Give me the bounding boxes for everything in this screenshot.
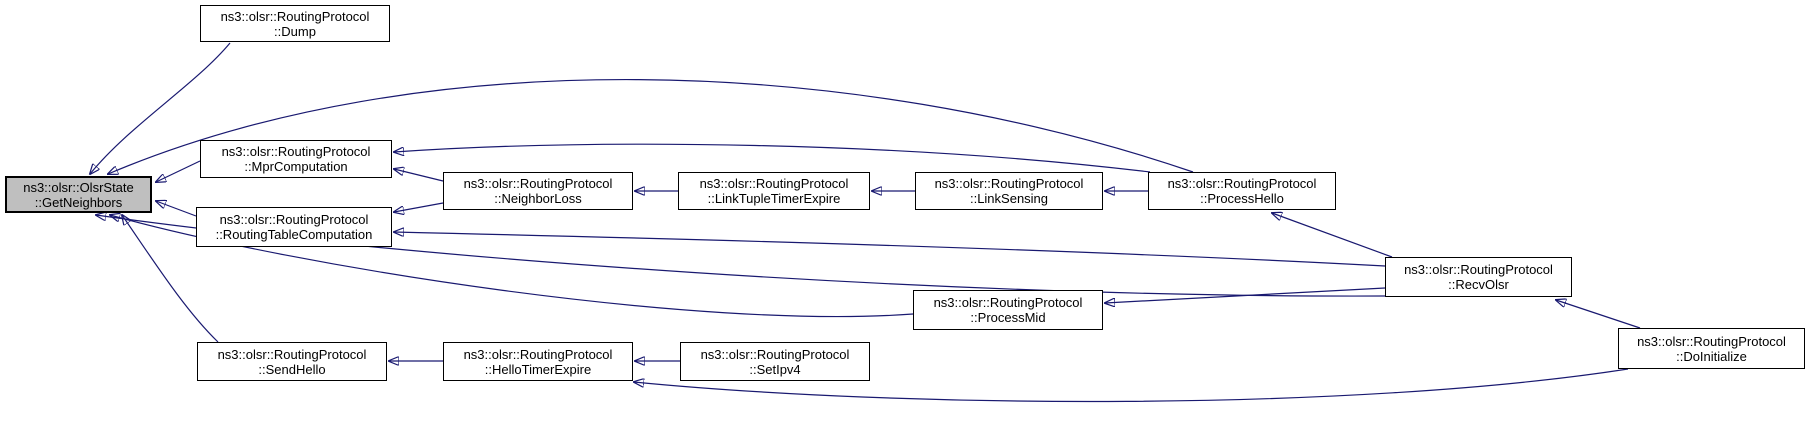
node-routingtablecomputation-line1: ns3::olsr::RoutingProtocol (219, 212, 369, 227)
node-mprcomputation[interactable]: ns3::olsr::RoutingProtocol ::MprComputat… (200, 140, 392, 178)
edge-processhello-to-mprcomputation (394, 143, 1151, 173)
node-hellotimerexpire[interactable]: ns3::olsr::RoutingProtocol ::HelloTimerE… (443, 342, 633, 381)
node-neighborloss-line2: ::NeighborLoss (494, 191, 582, 206)
node-linktupletimerexpire-line2: ::LinkTupleTimerExpire (707, 191, 841, 206)
node-doinitialize-line2: ::DoInitialize (1676, 348, 1747, 364)
node-recvolsr-line2: ::RecvOlsr (1448, 277, 1509, 292)
node-linksensing[interactable]: ns3::olsr::RoutingProtocol ::LinkSensing (915, 172, 1103, 210)
edge-recvolsr-to-processhello (1272, 213, 1393, 258)
node-setipv4-line1: ns3::olsr::RoutingProtocol (700, 346, 850, 362)
node-processmid-line1: ns3::olsr::RoutingProtocol (933, 295, 1083, 310)
node-hellotimerexpire-line2: ::HelloTimerExpire (484, 361, 592, 377)
node-linktupletimerexpire[interactable]: ns3::olsr::RoutingProtocol ::LinkTupleTi… (678, 172, 870, 210)
edge-doinitialize-to-recvolsr (1556, 300, 1641, 329)
edge-neighborloss-to-mprcomputation (394, 169, 444, 182)
edge-mprcomputation-to-getneighbors (156, 160, 201, 182)
node-setipv4[interactable]: ns3::olsr::RoutingProtocol ::SetIpv4 (680, 342, 870, 381)
edge-routingtablecomputation-to-getneighbors (156, 201, 197, 217)
node-mprcomputation-line1: ns3::olsr::RoutingProtocol (221, 144, 371, 159)
node-processhello[interactable]: ns3::olsr::RoutingProtocol ::ProcessHell… (1148, 172, 1336, 210)
node-dump-line2: ::Dump (274, 23, 316, 39)
node-sendhello[interactable]: ns3::olsr::RoutingProtocol ::SendHello (197, 342, 387, 381)
node-sendhello-line1: ns3::olsr::RoutingProtocol (217, 346, 367, 362)
node-routingtablecomputation-line2: ::RoutingTableComputation (215, 227, 373, 242)
node-dump-line1: ns3::olsr::RoutingProtocol (220, 8, 370, 24)
node-processhello-line2: ::ProcessHello (1200, 191, 1284, 206)
node-neighborloss-line1: ns3::olsr::RoutingProtocol (463, 176, 613, 191)
node-processhello-line1: ns3::olsr::RoutingProtocol (1167, 176, 1317, 191)
node-neighborloss[interactable]: ns3::olsr::RoutingProtocol ::NeighborLos… (443, 172, 633, 210)
node-recvolsr[interactable]: ns3::olsr::RoutingProtocol ::RecvOlsr (1385, 257, 1572, 297)
node-linksensing-line1: ns3::olsr::RoutingProtocol (934, 176, 1084, 191)
node-getneighbors-line2: ::GetNeighbors (34, 194, 123, 210)
node-dump[interactable]: ns3::olsr::RoutingProtocol ::Dump (200, 5, 390, 42)
node-linktupletimerexpire-line1: ns3::olsr::RoutingProtocol (699, 176, 849, 191)
node-recvolsr-line1: ns3::olsr::RoutingProtocol (1404, 262, 1553, 277)
node-processmid[interactable]: ns3::olsr::RoutingProtocol ::ProcessMid (913, 290, 1103, 330)
node-processmid-line2: ::ProcessMid (970, 310, 1046, 325)
edge-neighborloss-to-routingtablecomputation (394, 202, 444, 212)
node-mprcomputation-line2: ::MprComputation (244, 159, 348, 174)
node-routingtablecomputation[interactable]: ns3::olsr::RoutingProtocol ::RoutingTabl… (196, 207, 392, 247)
node-doinitialize[interactable]: ns3::olsr::RoutingProtocol ::DoInitializ… (1618, 328, 1805, 369)
node-linksensing-line2: ::LinkSensing (969, 191, 1049, 206)
node-hellotimerexpire-line1: ns3::olsr::RoutingProtocol (463, 346, 613, 362)
node-setipv4-line2: ::SetIpv4 (749, 361, 801, 377)
edge-recvolsr-to-routingtablecomputation (394, 232, 1386, 267)
node-doinitialize-line1: ns3::olsr::RoutingProtocol (1637, 333, 1786, 349)
node-getneighbors-line1: ns3::olsr::OlsrState (23, 179, 134, 195)
node-sendhello-line2: ::SendHello (258, 361, 326, 377)
edge-recvolsr-to-processmid (1105, 287, 1386, 303)
node-getneighbors[interactable]: ns3::olsr::OlsrState ::GetNeighbors (5, 176, 152, 213)
